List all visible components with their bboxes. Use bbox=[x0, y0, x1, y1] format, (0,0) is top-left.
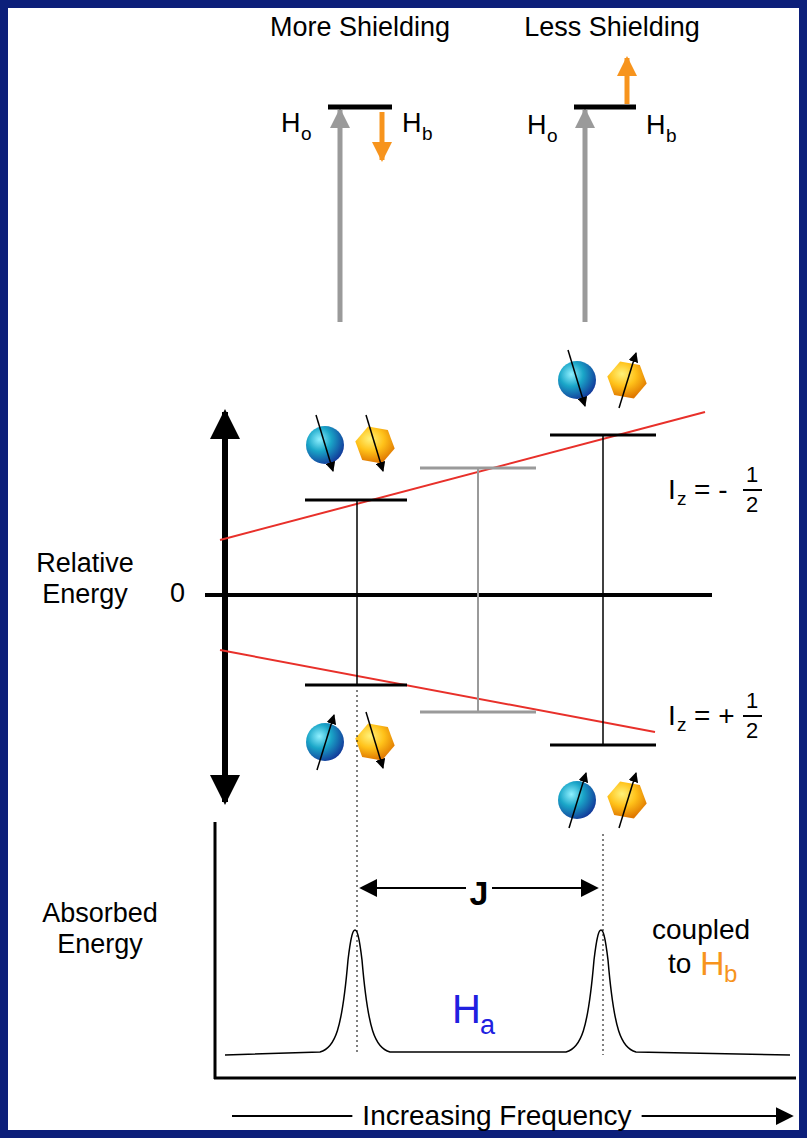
field-symbol: H bbox=[527, 110, 547, 141]
spectrum-axis bbox=[214, 1077, 796, 1080]
coupling-note: to bbox=[668, 948, 691, 980]
dotted-guide bbox=[603, 834, 604, 1055]
gray-arrow bbox=[583, 110, 588, 322]
orange-arrow bbox=[625, 58, 630, 104]
spin-icon bbox=[306, 715, 344, 770]
spin-quantum-label: = + bbox=[694, 700, 734, 732]
transition-line bbox=[602, 435, 604, 745]
energy-level bbox=[550, 744, 656, 747]
field-subscript: o bbox=[301, 123, 312, 145]
level-bar bbox=[574, 105, 636, 110]
zero-line bbox=[205, 593, 712, 597]
spectrum-peaks bbox=[225, 930, 790, 1055]
spin-quantum-label: I bbox=[668, 700, 676, 732]
spin-icon bbox=[352, 712, 397, 768]
proton-subscript: b bbox=[724, 960, 737, 988]
field-symbol: H bbox=[402, 108, 422, 139]
field-symbol: H bbox=[281, 108, 301, 139]
fraction-number: 2 bbox=[746, 718, 758, 743]
fraction-number: 2 bbox=[746, 492, 758, 517]
spin-icon bbox=[604, 773, 649, 828]
coupling-constant: J bbox=[466, 874, 493, 913]
zeeman-line bbox=[220, 412, 705, 540]
axis-label: Relative Energy bbox=[10, 548, 160, 610]
energy-level bbox=[420, 711, 536, 714]
fraction-number: 1 bbox=[746, 688, 758, 713]
spin-icon bbox=[306, 415, 344, 471]
spin-quantum-label: I bbox=[668, 474, 676, 506]
proton-subscript: a bbox=[480, 1010, 495, 1041]
shielding-heading: More Shielding bbox=[270, 12, 450, 43]
frequency-arrow bbox=[232, 1115, 352, 1117]
dotted-guide bbox=[357, 690, 358, 1055]
transition-line bbox=[356, 500, 358, 685]
zeeman-line bbox=[220, 650, 655, 732]
field-subscript: o bbox=[547, 125, 558, 147]
spin-quantum-label: = - bbox=[694, 474, 727, 506]
energy-level bbox=[305, 499, 407, 502]
axis-label: Absorbed Energy bbox=[10, 898, 190, 960]
energy-level bbox=[550, 434, 656, 437]
transition-line bbox=[477, 468, 479, 712]
energy-axis bbox=[222, 412, 228, 802]
spin-icon bbox=[558, 773, 596, 828]
shielding-heading: Less Shielding bbox=[524, 12, 700, 43]
field-subscript: b bbox=[422, 123, 433, 145]
proton-symbol: H bbox=[452, 986, 481, 1032]
spectrum-axis bbox=[214, 822, 217, 1079]
spin-quantum-subscript: z bbox=[677, 714, 687, 736]
energy-level bbox=[305, 684, 407, 687]
energy-level bbox=[420, 467, 536, 470]
spin-icon bbox=[558, 350, 596, 406]
gray-arrow bbox=[338, 110, 343, 322]
proton-symbol: H bbox=[700, 944, 725, 983]
field-subscript: b bbox=[666, 125, 677, 147]
spin-icon bbox=[604, 353, 649, 408]
level-bar bbox=[328, 105, 392, 110]
field-symbol: H bbox=[646, 110, 666, 141]
fraction-bar bbox=[743, 715, 762, 717]
spin-icon bbox=[352, 415, 397, 471]
fraction-number: 1 bbox=[746, 462, 758, 487]
coupling-note: coupled bbox=[652, 914, 750, 946]
orange-arrow bbox=[380, 112, 385, 160]
fraction-bar bbox=[743, 489, 762, 491]
zero-label: 0 bbox=[170, 578, 185, 609]
spin-quantum-subscript: z bbox=[677, 488, 687, 510]
axis-label: Increasing Frequency bbox=[362, 1100, 631, 1132]
frequency-arrow bbox=[642, 1115, 792, 1117]
